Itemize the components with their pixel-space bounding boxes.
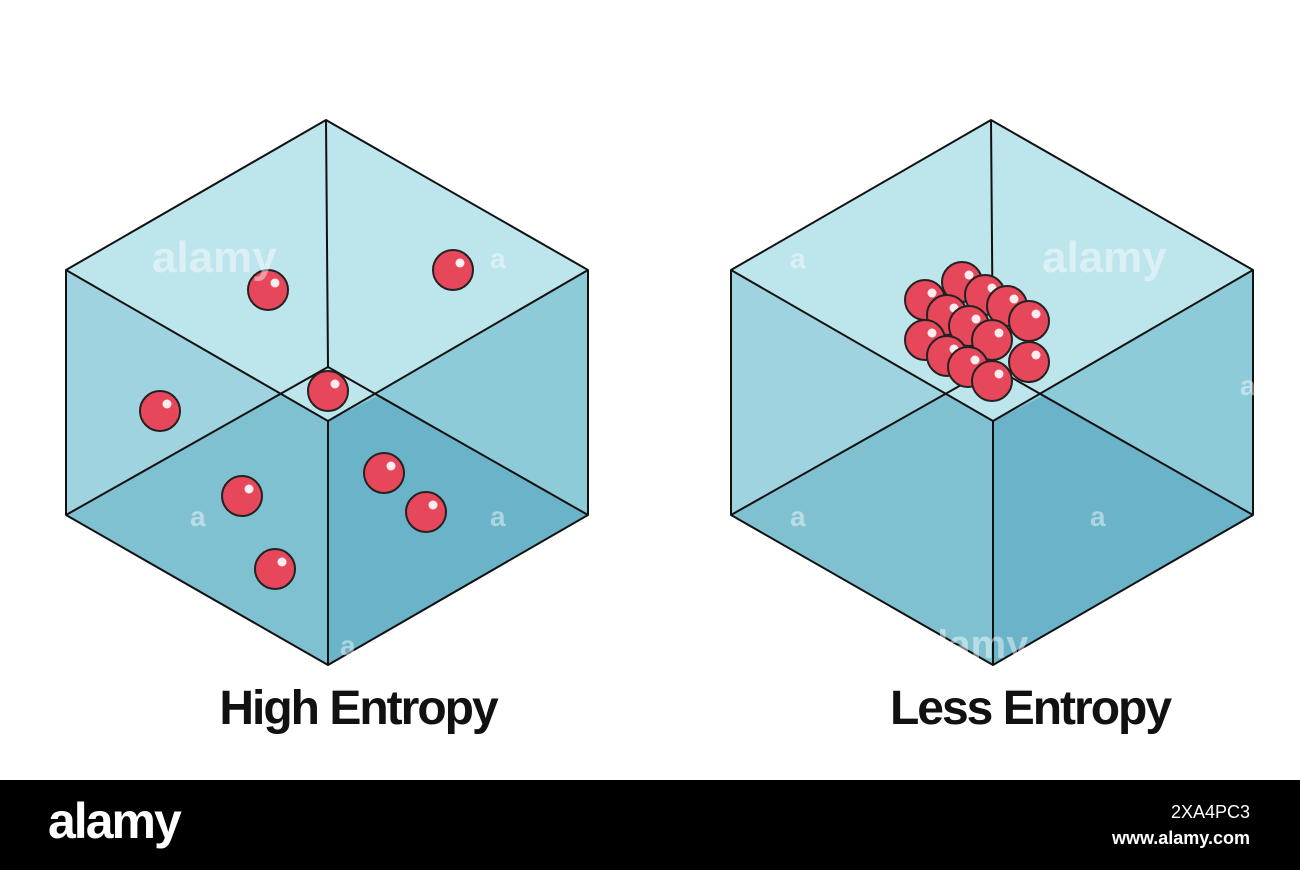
watermark-letter: a <box>790 243 806 274</box>
footer-bar: alamy 2XA4PC3 www.alamy.com <box>0 780 1300 870</box>
box-floor-left <box>66 395 328 665</box>
particle <box>405 491 447 533</box>
watermark-letter: a <box>490 501 506 532</box>
watermark-letter: a <box>340 630 356 661</box>
watermark-letter: a <box>790 501 806 532</box>
watermark-letter: a <box>190 501 206 532</box>
entropy-diagram: alamy a a a a High Entropy al <box>65 119 1256 735</box>
watermark-word: alamy <box>152 233 277 282</box>
particle <box>1008 341 1050 383</box>
particle <box>307 370 349 412</box>
particles-scattered <box>139 249 474 590</box>
watermark-letter: a <box>1240 370 1256 401</box>
box-edges <box>65 119 589 666</box>
particle <box>247 269 289 311</box>
footer-logo: alamy <box>48 793 182 849</box>
footer-image-id: 2XA4PC3 <box>1170 802 1250 822</box>
watermark-letter: a <box>490 243 506 274</box>
particle <box>254 548 296 590</box>
less-entropy-box: alamy a a a a alamy Less Entropy <box>730 119 1256 735</box>
particle <box>1008 300 1050 342</box>
particle <box>432 249 474 291</box>
high-entropy-caption: High Entropy <box>219 682 499 735</box>
watermark-word: alamy <box>915 623 1029 667</box>
box-floor-left <box>731 395 993 665</box>
box-floor-right <box>993 395 1253 665</box>
particle <box>139 390 181 432</box>
particle <box>221 475 263 517</box>
watermark-word: alamy <box>1042 233 1167 282</box>
particle <box>363 452 405 494</box>
particles-clustered <box>904 261 1050 402</box>
high-entropy-box: alamy a a a a High Entropy <box>65 119 589 735</box>
particle <box>971 360 1013 402</box>
footer-domain: www.alamy.com <box>1111 828 1250 848</box>
watermark-letter: a <box>1090 501 1106 532</box>
less-entropy-caption: Less Entropy <box>890 682 1172 735</box>
